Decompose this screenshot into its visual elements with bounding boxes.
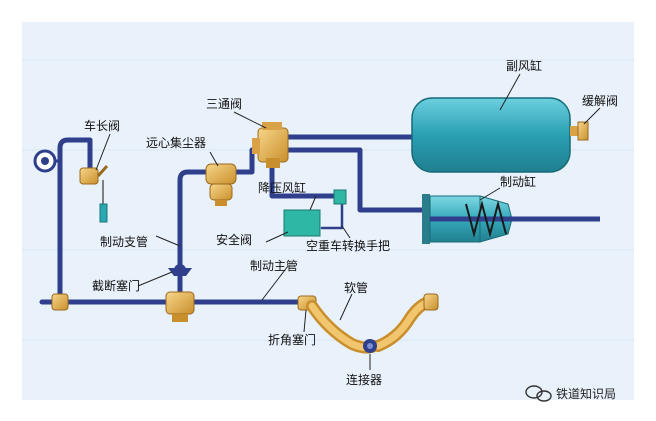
label-kong-zhong-che-zhuan-huan-shou-ba: 空重车转换手把 bbox=[306, 238, 390, 253]
auxiliary-reservoir bbox=[411, 97, 571, 173]
brake-branch-pipe bbox=[177, 169, 213, 303]
component-labels: 车长阀 三通阀 副风缸 缓解阀 远心集尘器 降压风缸 制动缸 安全阀 制动支管 … bbox=[84, 58, 618, 387]
label-jie-duan-sai-men: 截断塞门 bbox=[92, 278, 140, 293]
conductor-valve-pipe bbox=[57, 137, 83, 305]
centrifugal-dust-collector bbox=[205, 163, 237, 206]
label-huan-jie-fa: 缓解阀 bbox=[582, 94, 618, 108]
conductor-valve bbox=[79, 164, 109, 223]
label-zhi-dong-gang: 制动缸 bbox=[500, 174, 536, 189]
empty-load-link bbox=[320, 198, 344, 230]
label-zhi-dong-zhu-guan: 制动主管 bbox=[250, 258, 298, 273]
label-lian-jie-qi: 连接器 bbox=[346, 372, 382, 387]
label-che-chang-fa: 车长阀 bbox=[84, 118, 120, 133]
label-fu-feng-gang: 副风缸 bbox=[506, 58, 542, 73]
pressure-gauge bbox=[33, 149, 60, 173]
label-ruan-guan: 软管 bbox=[344, 280, 368, 295]
label-an-quan-fa: 安全阀 bbox=[216, 232, 252, 247]
wechat-icon bbox=[525, 385, 552, 402]
label-san-tong-fa: 三通阀 bbox=[206, 97, 242, 111]
watermark-text: 铁道知识局 bbox=[556, 387, 616, 401]
label-yuan-xin-ji-chen-qi: 远心集尘器 bbox=[146, 135, 206, 150]
release-valve bbox=[570, 121, 589, 141]
watermark: 铁道知识局 bbox=[525, 385, 616, 402]
main-pipe-tee bbox=[51, 293, 69, 311]
brake-cylinder bbox=[422, 194, 600, 244]
background-panel bbox=[22, 22, 634, 400]
cylinder-spring bbox=[465, 200, 507, 238]
hose-coupler bbox=[363, 339, 377, 353]
label-zhe-jiao-sai-men: 折角塞门 bbox=[268, 332, 316, 347]
leader-lines bbox=[95, 73, 601, 370]
conductor-valve-connector bbox=[77, 137, 93, 175]
label-zhi-dong-zhi-guan: 制动支管 bbox=[100, 234, 148, 249]
triple-to-cylinder-pipe bbox=[285, 147, 431, 213]
label-jiang-ya-feng-gang: 降压风缸 bbox=[258, 180, 306, 195]
pressure-reducing-reservoir bbox=[283, 209, 321, 237]
triple-valve bbox=[252, 122, 289, 168]
empty-load-changeover-lever bbox=[333, 189, 347, 205]
cut-out-cock bbox=[165, 264, 195, 322]
